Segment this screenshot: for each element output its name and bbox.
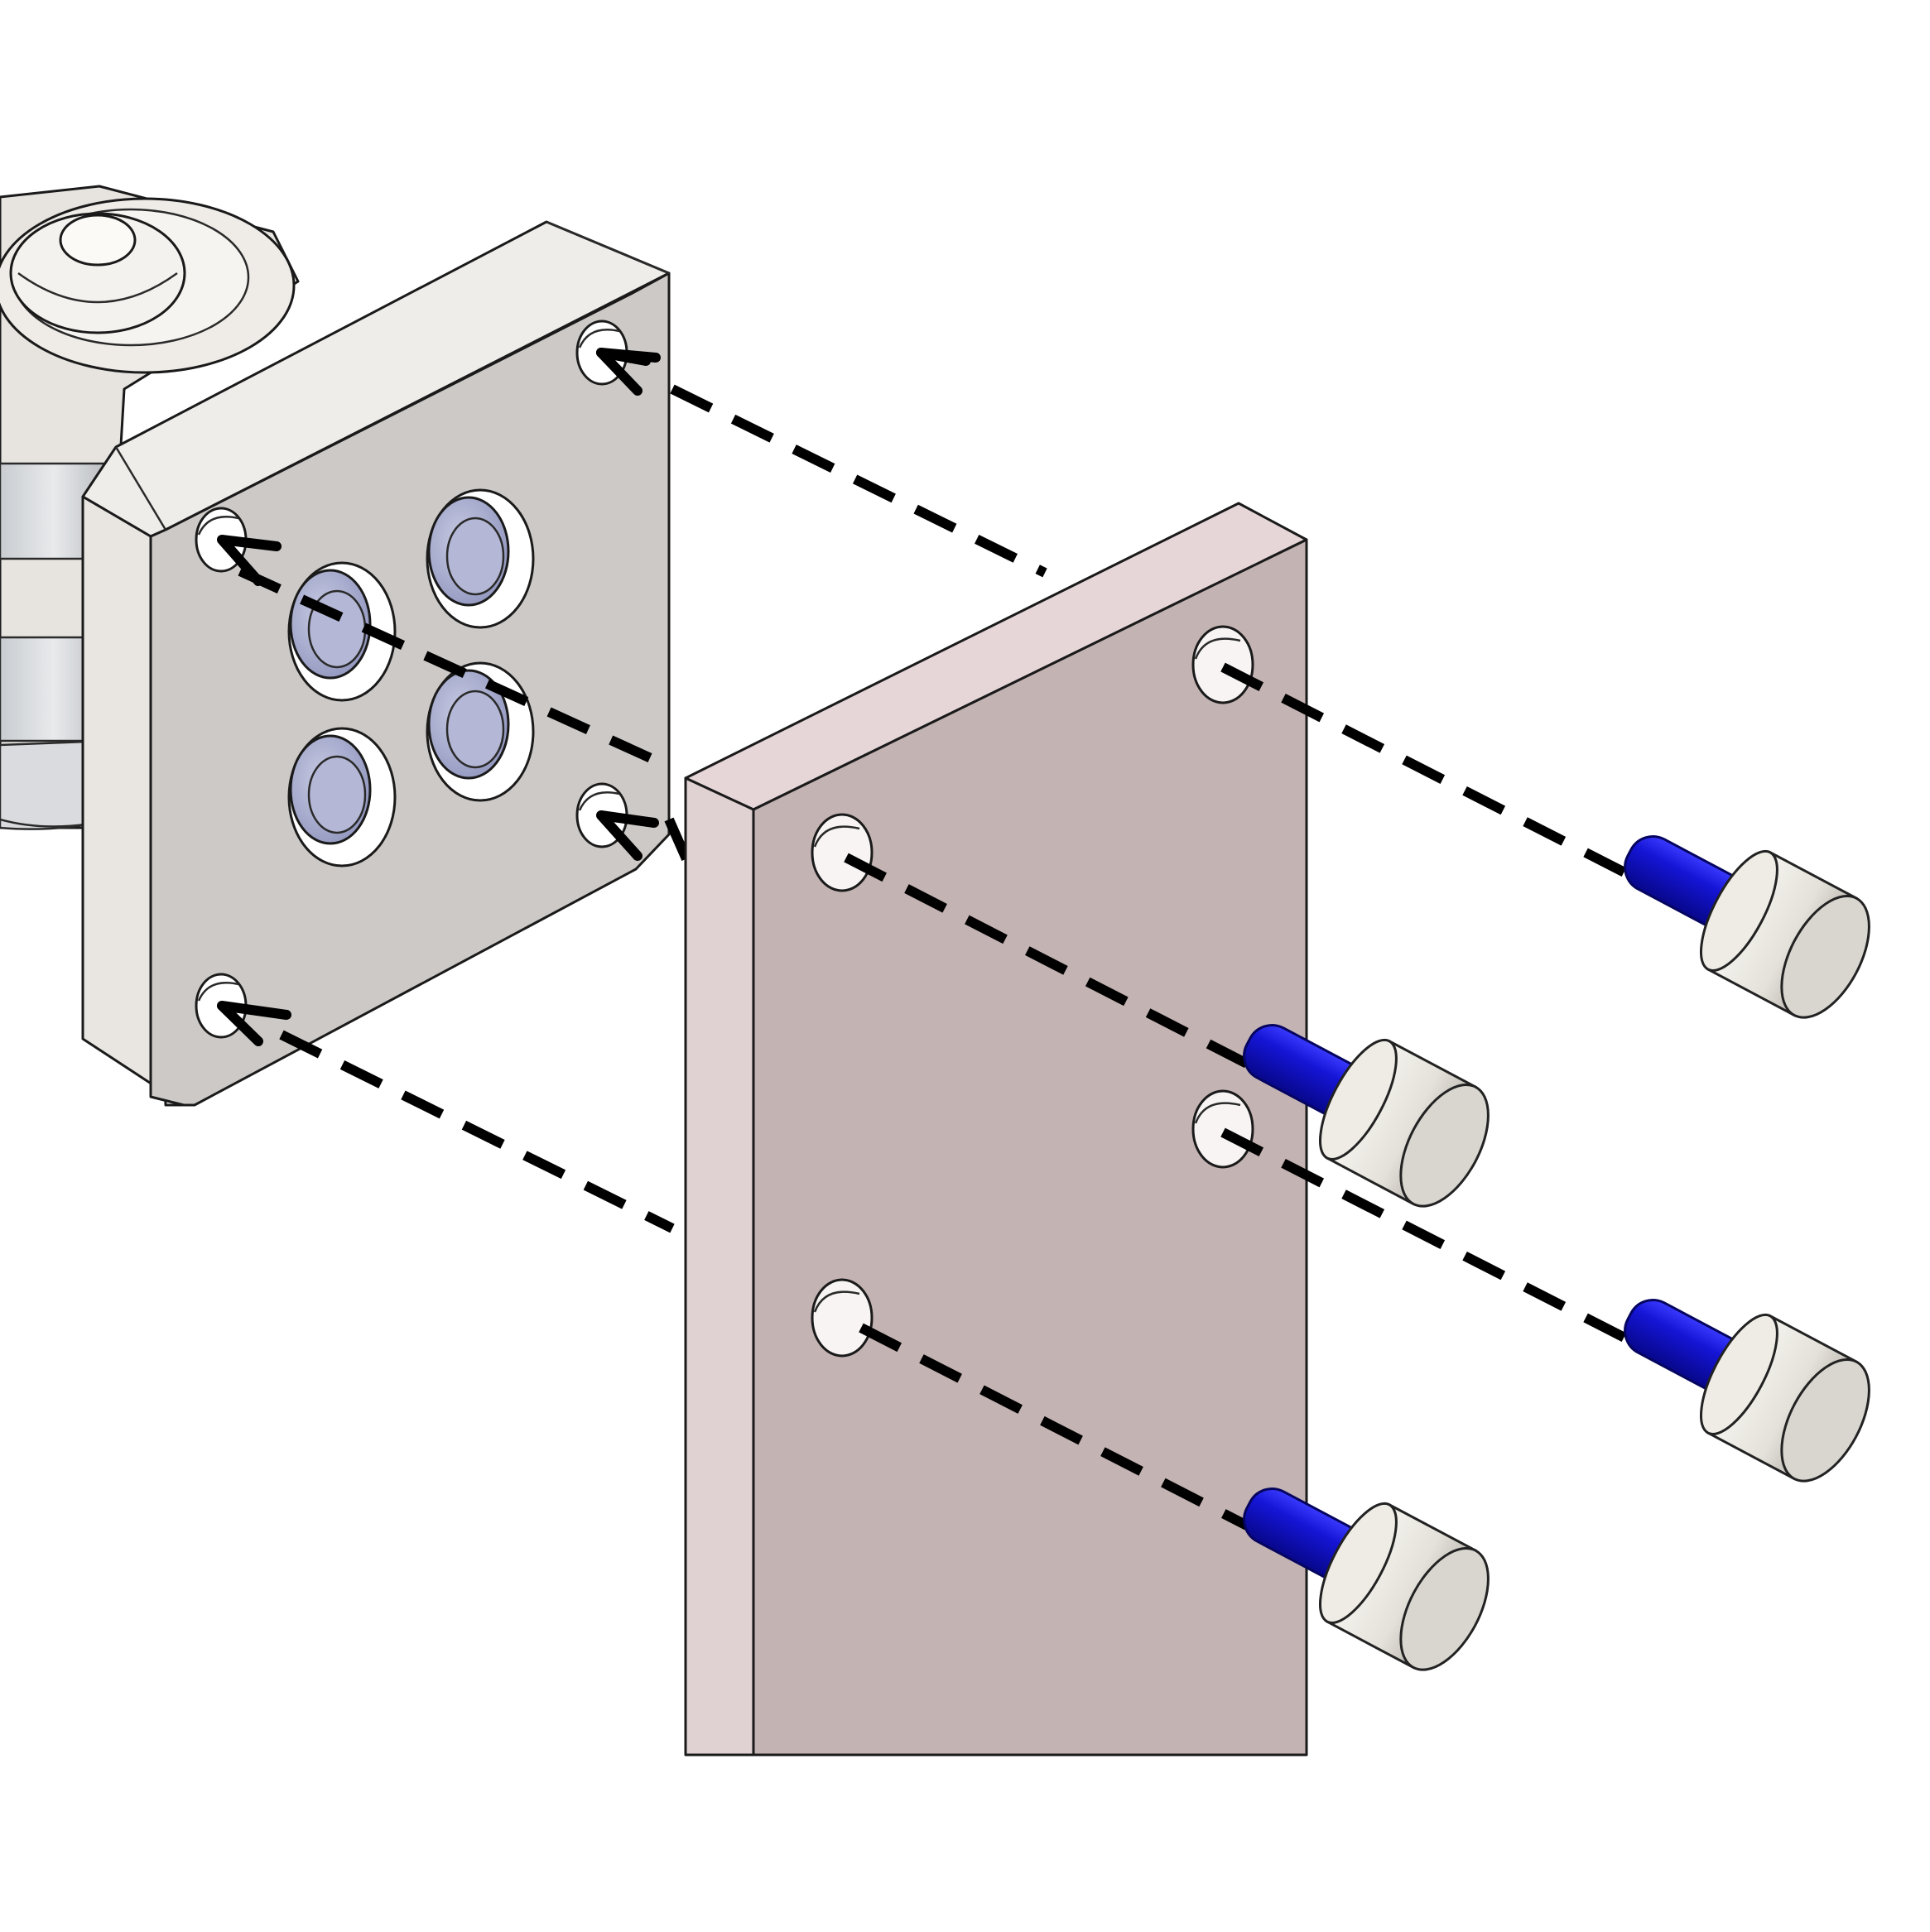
swivel-dome — [0, 197, 296, 374]
bolt-head-back — [1318, 1502, 1398, 1624]
plate-hole — [1191, 1089, 1254, 1169]
dashed-line — [844, 853, 1251, 1069]
flat-plate-part — [684, 502, 1308, 1757]
dashed-line — [238, 566, 671, 771]
mount-plate-face — [149, 272, 671, 1107]
swivel-mount-part — [0, 185, 671, 1107]
plate-face — [752, 538, 1308, 1757]
page-margin — [0, 1757, 1930, 1932]
dashed-line — [279, 1030, 675, 1233]
bolt-head-face — [1780, 894, 1870, 1019]
insert — [426, 661, 535, 802]
bolt-2 — [1243, 1024, 1490, 1208]
arrowhead — [217, 1001, 291, 1046]
plate-bolt-holes — [811, 625, 1254, 1358]
bolt-1 — [1624, 835, 1870, 1019]
bolt-head-back — [1699, 849, 1778, 972]
bolt-head-face — [1780, 1358, 1870, 1483]
insert — [287, 727, 397, 867]
dashed-line — [1220, 662, 1634, 881]
bolt-head-back — [1699, 1313, 1778, 1435]
bolt-head-face — [1399, 1083, 1490, 1208]
dashed-line — [1220, 1127, 1634, 1346]
bolt-3 — [1624, 1299, 1870, 1483]
arrowhead — [596, 348, 661, 396]
dashed-line — [664, 817, 692, 863]
plate-hole — [811, 813, 874, 892]
plate-hole — [811, 1278, 874, 1358]
bolt-head-face — [1399, 1546, 1490, 1671]
alignment-lines-mount — [217, 348, 1047, 1233]
plate-side-edge — [684, 776, 755, 1757]
dashed-line — [670, 384, 1047, 578]
mount-inserts — [287, 488, 535, 867]
plate-hole — [1191, 625, 1254, 704]
alignment-lines-bolts — [844, 662, 1634, 1531]
dashed-line — [859, 1323, 1251, 1531]
bolt-4 — [1243, 1487, 1490, 1671]
bolts-group — [1243, 835, 1870, 1671]
bolt-head-back — [1318, 1038, 1398, 1161]
insert — [426, 488, 535, 629]
arrowhead — [596, 810, 659, 861]
arrowhead — [217, 535, 282, 586]
